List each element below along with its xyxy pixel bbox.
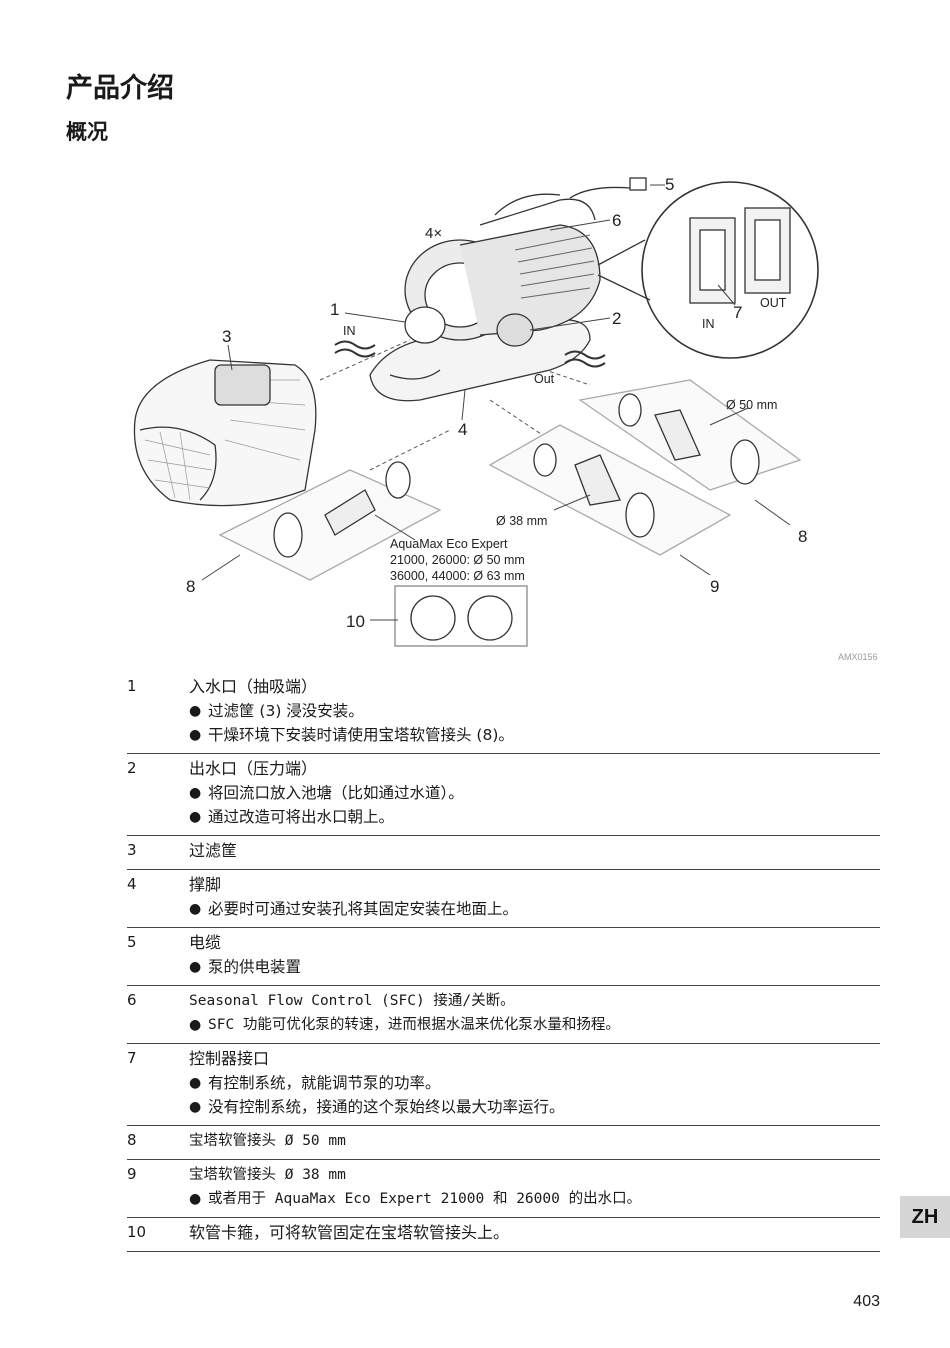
label-model-line3: 36000, 44000: Ø 63 mm (390, 569, 525, 583)
page-number: 403 (853, 1293, 880, 1310)
legend-row: 7 控制器接口 ●有控制系统，就能调节泵的功率。 ●没有控制系统，接通的这个泵始… (127, 1044, 880, 1126)
legend-row: 10 软管卡箍，可将软管固定在宝塔软管接头上。 (127, 1218, 880, 1252)
pump-exploded-diagram: 1 2 3 4 4× 5 6 7 8 8 9 10 IN Out IN OUT … (120, 170, 890, 665)
legend-row: 3 过滤筐 (127, 836, 880, 870)
callout-9: 9 (710, 577, 719, 596)
callout-1: 1 (330, 300, 339, 319)
label-model-line1: AquaMax Eco Expert (390, 537, 508, 551)
diagram-svg: 1 2 3 4 4× 5 6 7 8 8 9 10 IN Out IN OUT … (133, 175, 878, 662)
legend-bullet: ●过滤筐 (3) 浸没安装。 (189, 702, 364, 720)
legend-bullet: ●或者用于 AquaMax Eco Expert 21000 和 26000 的… (189, 1191, 642, 1207)
legend-number: 1 (127, 677, 137, 695)
legend-bullet: ●干燥环境下安装时请使用宝塔软管接头 (8)。 (189, 726, 514, 744)
legend-heading: 宝塔软管接头 Ø 38 mm (189, 1167, 346, 1183)
label-d38: Ø 38 mm (496, 514, 547, 528)
legend-heading: 控制器接口 (189, 1049, 270, 1068)
legend-number: 7 (127, 1049, 137, 1067)
callout-4x: 4× (425, 225, 442, 242)
legend-number: 5 (127, 933, 137, 951)
legend-heading: 入水口（抽吸端） (189, 677, 318, 696)
legend-table: 1 入水口（抽吸端） ●过滤筐 (3) 浸没安装。 ●干燥环境下安装时请使用宝塔… (127, 672, 880, 1252)
label-out-detail: OUT (760, 296, 787, 310)
legend-heading: 宝塔软管接头 Ø 50 mm (189, 1133, 346, 1149)
legend-row: 2 出水口（压力端） ●将回流口放入池塘（比如通过水道）。 ●通过改造可将出水口… (127, 754, 880, 836)
legend-heading: 软管卡箍，可将软管固定在宝塔软管接头上。 (189, 1223, 510, 1242)
legend-number: 6 (127, 991, 137, 1009)
legend-heading: 过滤筐 (189, 841, 238, 860)
legend-heading: 出水口（压力端） (189, 759, 318, 778)
legend-row: 9 宝塔软管接头 Ø 38 mm ●或者用于 AquaMax Eco Exper… (127, 1160, 880, 1218)
legend-number: 9 (127, 1165, 137, 1183)
legend-heading: 撑脚 (189, 875, 222, 894)
page-title: 产品介绍 (66, 73, 174, 104)
label-model-line2: 21000, 26000: Ø 50 mm (390, 553, 525, 567)
figure-code: AMX0156 (838, 652, 878, 662)
legend-row: 8 宝塔软管接头 Ø 50 mm (127, 1126, 880, 1160)
section-title: 概况 (66, 120, 108, 144)
callout-8-left: 8 (186, 577, 195, 596)
legend-number: 8 (127, 1131, 137, 1149)
legend-bullet: ●泵的供电装置 (189, 958, 302, 976)
legend-bullet: ●将回流口放入池塘（比如通过水道）。 (189, 784, 464, 802)
legend-number: 2 (127, 759, 137, 777)
callout-7: 7 (733, 303, 742, 322)
legend-bullet: ●必要时可通过安装孔将其固定安装在地面上。 (189, 900, 519, 918)
legend-heading: 电缆 (189, 933, 222, 952)
callout-4: 4 (458, 420, 467, 439)
legend-number: 10 (127, 1223, 147, 1241)
label-d50: Ø 50 mm (726, 398, 777, 412)
legend-row: 5 电缆 ●泵的供电装置 (127, 928, 880, 986)
callout-6: 6 (612, 211, 621, 230)
callout-5: 5 (665, 175, 674, 194)
label-in-main: IN (343, 324, 356, 338)
legend-bullet: ●SFC 功能可优化泵的转速，进而根据水温来优化泵水量和扬程。 (189, 1017, 620, 1033)
callout-2: 2 (612, 309, 621, 328)
legend-number: 3 (127, 841, 137, 859)
language-tab: ZH (900, 1196, 950, 1238)
legend-bullet: ●通过改造可将出水口朝上。 (189, 808, 395, 826)
callout-10: 10 (346, 612, 365, 631)
legend-row: 4 撑脚 ●必要时可通过安装孔将其固定安装在地面上。 (127, 870, 880, 928)
legend-row: 1 入水口（抽吸端） ●过滤筐 (3) 浸没安装。 ●干燥环境下安装时请使用宝塔… (127, 672, 880, 754)
legend-number: 4 (127, 875, 137, 893)
label-out-main: Out (534, 372, 555, 386)
label-in-detail: IN (702, 317, 715, 331)
legend-bullet: ●没有控制系统，接通的这个泵始终以最大功率运行。 (189, 1098, 565, 1116)
legend-heading: Seasonal Flow Control (SFC) 接通/关断。 (189, 993, 515, 1009)
callout-3: 3 (222, 327, 231, 346)
legend-bullet: ●有控制系统，就能调节泵的功率。 (189, 1074, 441, 1092)
legend-row: 6 Seasonal Flow Control (SFC) 接通/关断。 ●SF… (127, 986, 880, 1044)
callout-8-right: 8 (798, 527, 807, 546)
